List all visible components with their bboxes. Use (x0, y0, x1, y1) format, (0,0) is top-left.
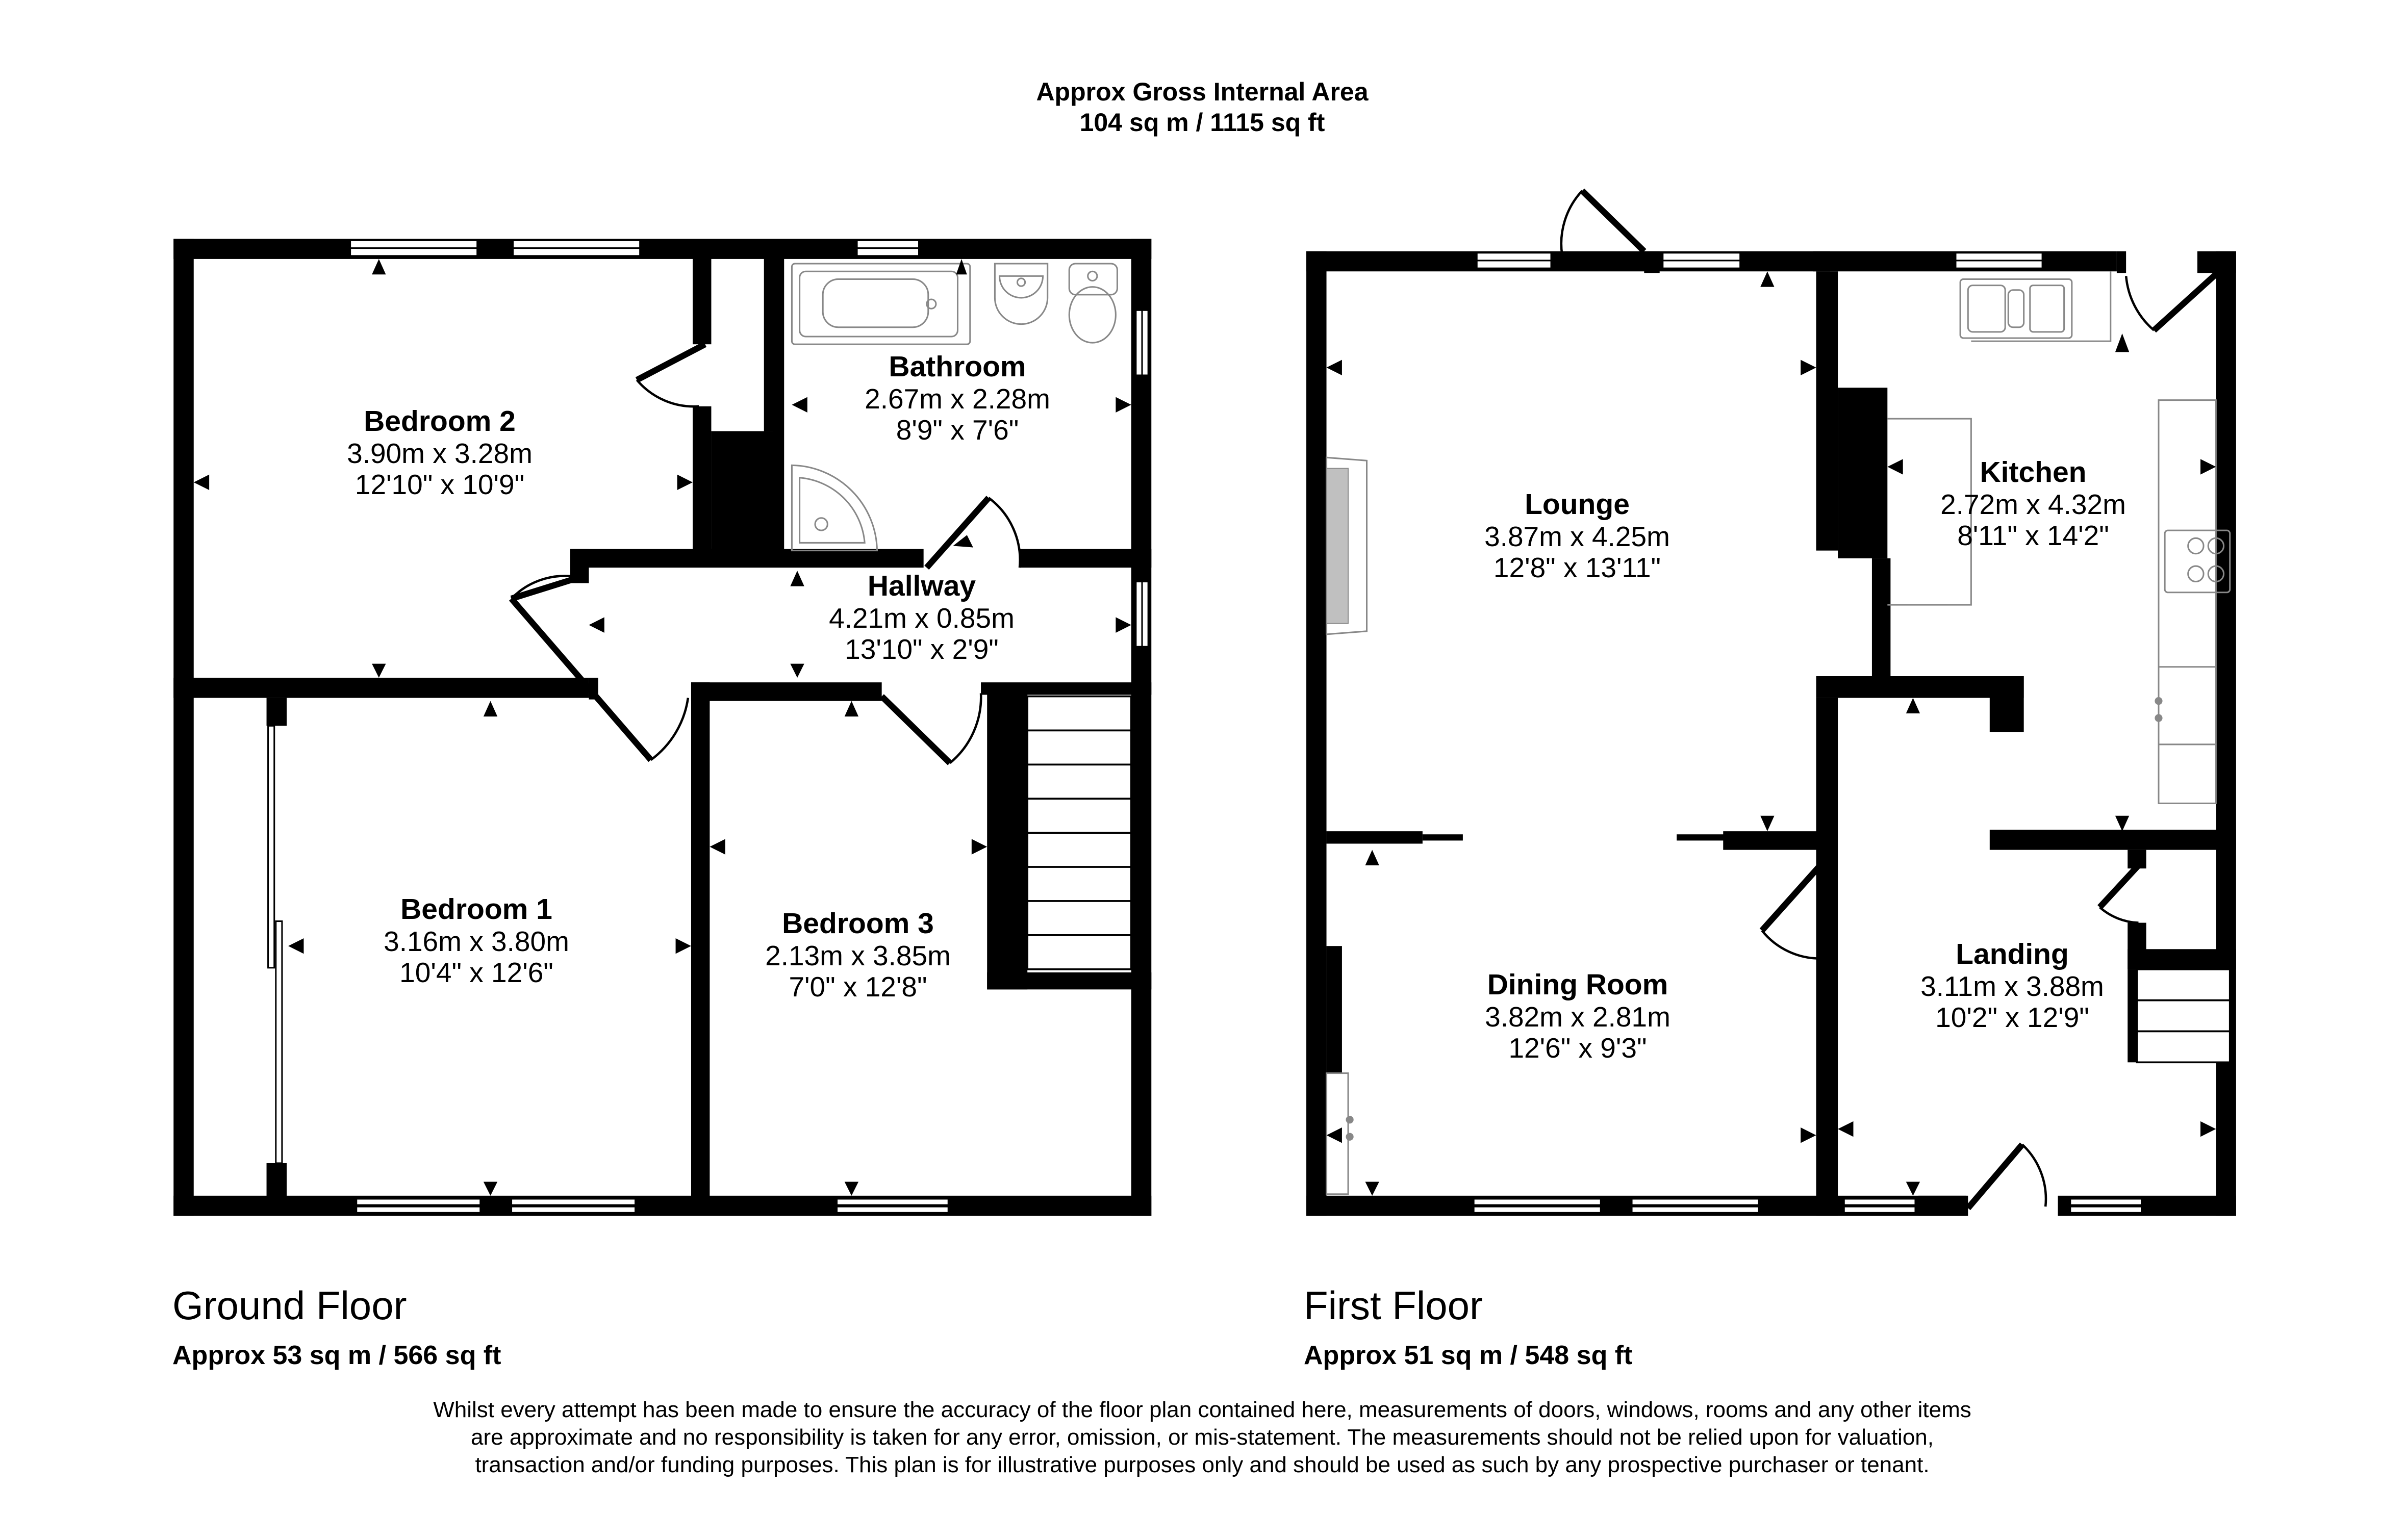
room-name: Bedroom 3 (782, 907, 934, 940)
disclaimer-text: Whilst every attempt has been made to en… (433, 1397, 1971, 1478)
first-floor-area: Approx 51 sq m / 548 sq ft (1304, 1341, 1633, 1370)
staircase-icon (2136, 968, 2231, 1064)
ground-floor-area: Approx 53 sq m / 566 sq ft (172, 1341, 501, 1370)
dimension-marker-icon (1326, 271, 2216, 1196)
kitchen-worktop (1887, 271, 2217, 804)
room-name: Bedroom 1 (400, 893, 552, 926)
room-name: Lounge (1525, 488, 1630, 521)
room-label-hallway: Hallway 4.21m x 0.85m 13'10" x 2'9" (829, 570, 1015, 665)
room-metric: 2.67m x 2.28m (865, 382, 1050, 415)
room-label-bedroom-1: Bedroom 1 3.16m x 3.80m 10'4" x 12'6" (384, 893, 569, 989)
room-name: Dining Room (1487, 968, 1668, 1001)
room-metric: 4.21m x 0.85m (829, 602, 1015, 634)
room-metric: 3.82m x 2.81m (1485, 1000, 1670, 1033)
window-icon (349, 239, 920, 257)
room-label-bedroom-2: Bedroom 2 3.90m x 3.28m 12'10" x 10'9" (347, 405, 533, 501)
shower-tray-icon (791, 464, 878, 552)
room-metric: 2.13m x 3.85m (765, 939, 951, 971)
room-imperial: 10'4" x 12'6" (399, 957, 553, 989)
fireplace-icon (1326, 456, 1368, 635)
basin-icon (994, 263, 1049, 325)
first-floor-plan (1306, 188, 2236, 1216)
room-imperial: 12'10" x 10'9" (355, 469, 525, 501)
room-imperial: 12'6" x 9'3" (1508, 1032, 1647, 1064)
room-label-bedroom-3: Bedroom 3 2.13m x 3.85m 7'0" x 12'8" (765, 907, 951, 1003)
room-imperial: 8'9" x 7'6" (896, 414, 1019, 446)
room-metric: 3.16m x 3.80m (384, 925, 569, 957)
room-name: Hallway (867, 570, 976, 602)
room-metric: 2.72m x 4.32m (1940, 488, 2126, 520)
ground-floor-title: Ground Floor (172, 1283, 407, 1328)
room-metric: 3.90m x 3.28m (347, 437, 533, 469)
room-imperial: 13'10" x 2'9" (845, 633, 999, 665)
room-label-landing: Landing 3.11m x 3.88m 10'2" x 12'9" (1920, 938, 2104, 1034)
header-total-area: 104 sq m / 1115 sq ft (1079, 108, 1325, 137)
toilet-icon (1068, 263, 1118, 344)
room-name: Kitchen (1980, 456, 2087, 489)
room-imperial: 12'8" x 13'11" (1493, 552, 1661, 584)
room-name: Bedroom 2 (364, 405, 516, 438)
gross-internal-area-header: Approx Gross Internal Area 104 sq m / 11… (1036, 76, 1368, 138)
room-label-kitchen: Kitchen 2.72m x 4.32m 8'11" x 14'2" (1940, 456, 2126, 552)
sink-icon (1959, 278, 2073, 339)
room-name: Bathroom (889, 350, 1026, 383)
room-label-lounge: Lounge 3.87m x 4.25m 12'8" x 13'11" (1484, 488, 1670, 584)
room-imperial: 8'11" x 14'2" (1957, 520, 2109, 552)
bathtub-icon (791, 263, 971, 345)
ground-floor-plan (173, 239, 1152, 1216)
room-imperial: 7'0" x 12'8" (789, 971, 927, 1003)
room-name: Landing (1956, 938, 2069, 970)
room-metric: 3.87m x 4.25m (1484, 520, 1670, 552)
first-floor-title: First Floor (1304, 1283, 1483, 1328)
header-title: Approx Gross Internal Area (1036, 78, 1369, 106)
room-label-dining-room: Dining Room 3.82m x 2.81m 12'6" x 9'3" (1485, 968, 1670, 1064)
room-imperial: 10'2" x 12'9" (1935, 1002, 2089, 1034)
staircase-icon (1026, 695, 1132, 970)
hob-icon (2164, 529, 2231, 594)
dimension-marker-icon (193, 259, 1131, 1196)
room-metric: 3.11m x 3.88m (1920, 970, 2104, 1002)
room-label-bathroom: Bathroom 2.67m x 2.28m 8'9" x 7'6" (865, 350, 1050, 446)
